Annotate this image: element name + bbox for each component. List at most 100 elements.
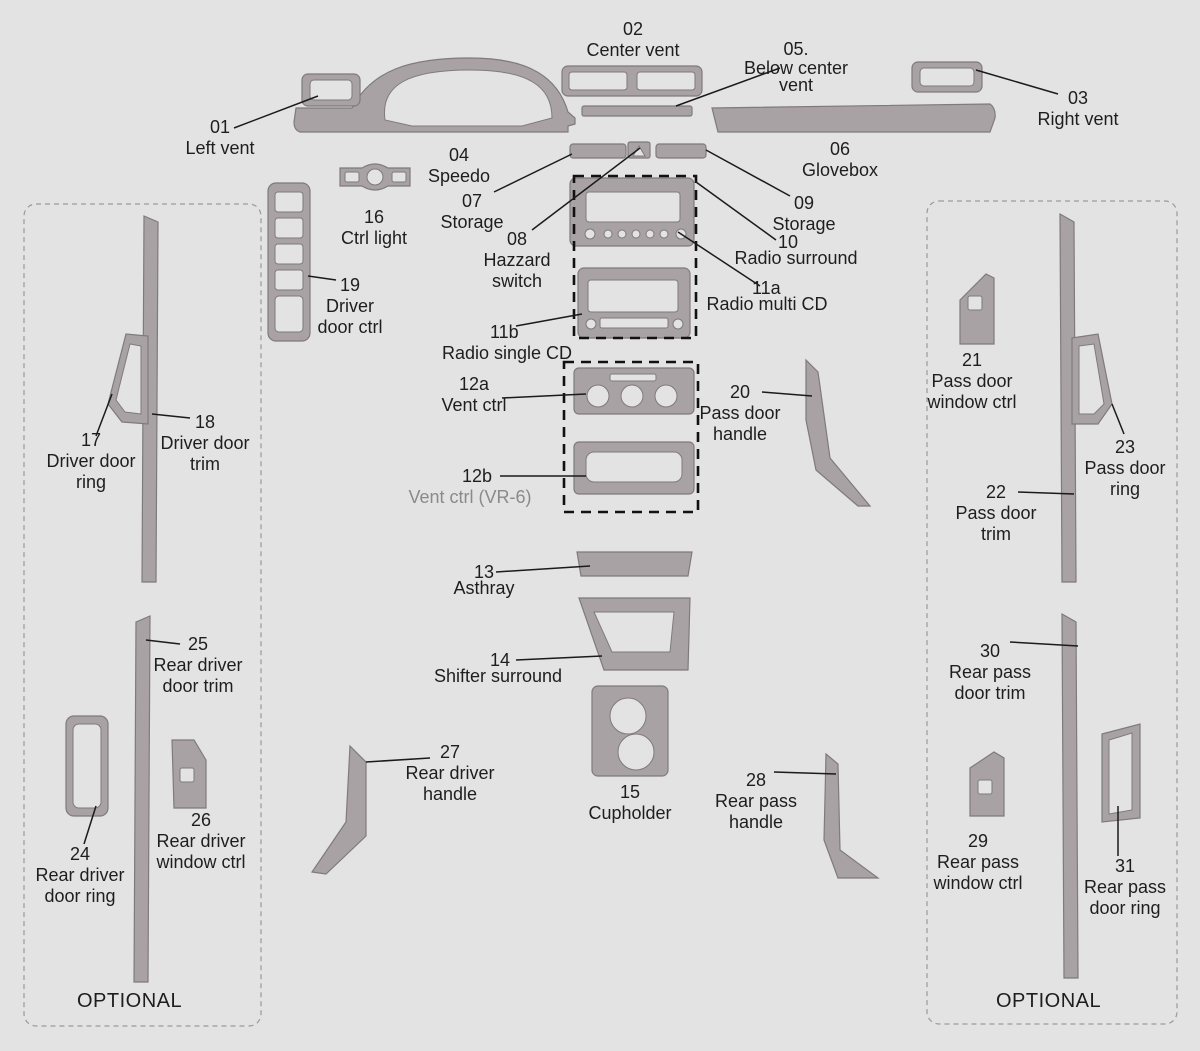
optional-area-right [926, 200, 1178, 1025]
storage-09-part [655, 143, 707, 159]
label-pass-door-trim: 22 Pass door trim [948, 482, 1044, 545]
storage-07-part [569, 143, 627, 159]
label-storage-09: 09 Storage [764, 193, 844, 235]
part-name: Glovebox [801, 160, 879, 180]
part-name: Rear pass door trim [948, 662, 1032, 703]
part-number: 25 [187, 634, 209, 654]
label-driver-door-trim: 18 Driver door trim [160, 412, 250, 475]
label-rear-driver-window-ctrl: 26 Rear driver window ctrl [148, 810, 254, 873]
pass-door-trim-part [1059, 212, 1077, 583]
part-number: 11a [752, 278, 781, 298]
label-rear-pass-handle: 28 Rear pass handle [708, 770, 804, 833]
optional-label-right: OPTIONAL [996, 990, 1102, 1012]
part-number: 18 [194, 412, 216, 432]
label-driver-door-ring: 17 Driver door ring [46, 430, 136, 493]
rear-driver-door-trim-part [133, 615, 151, 983]
part-number: 29 [967, 831, 989, 851]
part-name: Ctrl light [340, 228, 407, 248]
part-number: 24 [69, 844, 91, 864]
part-name: Asthray [453, 578, 515, 598]
part-number: 14 [490, 650, 511, 670]
part-name: Driver door ring [46, 451, 136, 492]
label-below-center-vent: 05. Below center vent [734, 39, 858, 94]
rear-pass-handle-part [823, 752, 880, 879]
below-center-vent-part [581, 105, 693, 117]
part-number: 27 [439, 742, 461, 762]
part-number: 09 [793, 193, 815, 213]
label-rear-driver-handle: 27 Rear driver handle [398, 742, 502, 805]
part-name: Rear driver door ring [35, 865, 125, 906]
part-number: 16 [363, 207, 385, 227]
speedo-opening [383, 69, 553, 127]
part-number: 10 [778, 232, 799, 252]
label-right-vent: 03 Right vent [1028, 88, 1128, 130]
label-ashtray: 13 Asthray [446, 562, 522, 598]
part-number: 20 [729, 382, 751, 402]
part-number: 02 [622, 19, 644, 39]
part-name: Radio single CD [441, 343, 573, 363]
optional-area-left [23, 203, 262, 1027]
label-ctrl-light: 16 Ctrl light [330, 207, 418, 249]
part-number: 15 [619, 782, 641, 802]
part-name: Storage [440, 212, 504, 232]
label-pass-door-ring: 23 Pass door ring [1080, 437, 1170, 500]
optional-label-left: OPTIONAL [77, 990, 183, 1012]
part-name: Driver door trim [160, 433, 250, 474]
rear-driver-handle-part [310, 744, 367, 875]
pass-door-handle-part [805, 358, 872, 507]
part-number: 31 [1114, 856, 1136, 876]
label-hazzard-switch: 08 Hazzard switch [474, 229, 560, 292]
part-name: Rear pass window ctrl [933, 852, 1023, 893]
part-number: 22 [985, 482, 1007, 502]
part-number: 04 [448, 145, 470, 165]
radio-dashed-frame [572, 174, 698, 340]
part-number: 05. [783, 39, 809, 59]
part-number: 06 [829, 139, 851, 159]
part-name: Right vent [1037, 109, 1119, 129]
label-storage-07: 07 Storage [432, 191, 512, 233]
part-name: Rear driver door trim [153, 655, 243, 696]
ashtray-part [576, 551, 693, 577]
label-radio-surround: 10 Radio surround [726, 232, 866, 268]
label-vent-ctrl-vr6: 12b Vent ctrl (VR-6) [400, 466, 540, 508]
part-number: 21 [961, 350, 983, 370]
label-rear-pass-window-ctrl: 29 Rear pass window ctrl [926, 831, 1030, 894]
part-number: 03 [1067, 88, 1089, 108]
part-name: Speedo [427, 166, 491, 186]
label-pass-door-handle: 20 Pass door handle [692, 382, 788, 445]
label-pass-window-ctrl: 21 Pass door window ctrl [914, 350, 1030, 413]
part-name: Rear pass handle [714, 791, 798, 832]
dashboard-right-panel [711, 103, 996, 133]
part-name: Radio multi CD [706, 294, 828, 314]
part-name: Radio surround [734, 248, 858, 268]
part-number: 07 [461, 191, 483, 211]
part-name: Storage [772, 214, 836, 234]
part-number: 19 [339, 275, 361, 295]
part-name: Pass door trim [955, 503, 1037, 544]
part-number: 13 [473, 562, 495, 582]
rear-pass-door-trim-part [1061, 612, 1079, 979]
part-name: Rear driver window ctrl [156, 831, 246, 872]
part-name: Rear driver handle [405, 763, 495, 804]
part-name: Hazzard switch [483, 250, 551, 291]
label-radio-multi-cd: 11a Radio multi CD [698, 278, 836, 314]
label-vent-ctrl: 12a Vent ctrl [434, 374, 514, 416]
label-glovebox: 06 Glovebox [790, 139, 890, 181]
label-speedo: 04 Speedo [412, 145, 506, 187]
part-number: 12a [458, 374, 490, 394]
part-number: 01 [209, 117, 231, 137]
vent-dashed-frame [562, 360, 700, 514]
label-rear-pass-door-ring: 31 Rear pass door ring [1078, 856, 1172, 919]
part-number: 26 [190, 810, 212, 830]
label-left-vent: 01 Left vent [178, 117, 262, 159]
part-number: 11b [490, 322, 519, 342]
part-name: Vent ctrl [441, 395, 507, 415]
label-radio-single-cd: 11b Radio single CD [432, 322, 582, 364]
label-center-vent: 02 Center vent [570, 19, 696, 61]
label-rear-driver-door-ring: 24 Rear driver door ring [30, 844, 130, 907]
part-name: Left vent [185, 138, 255, 158]
part-name: Pass door window ctrl [927, 371, 1017, 412]
part-number: 17 [80, 430, 102, 450]
